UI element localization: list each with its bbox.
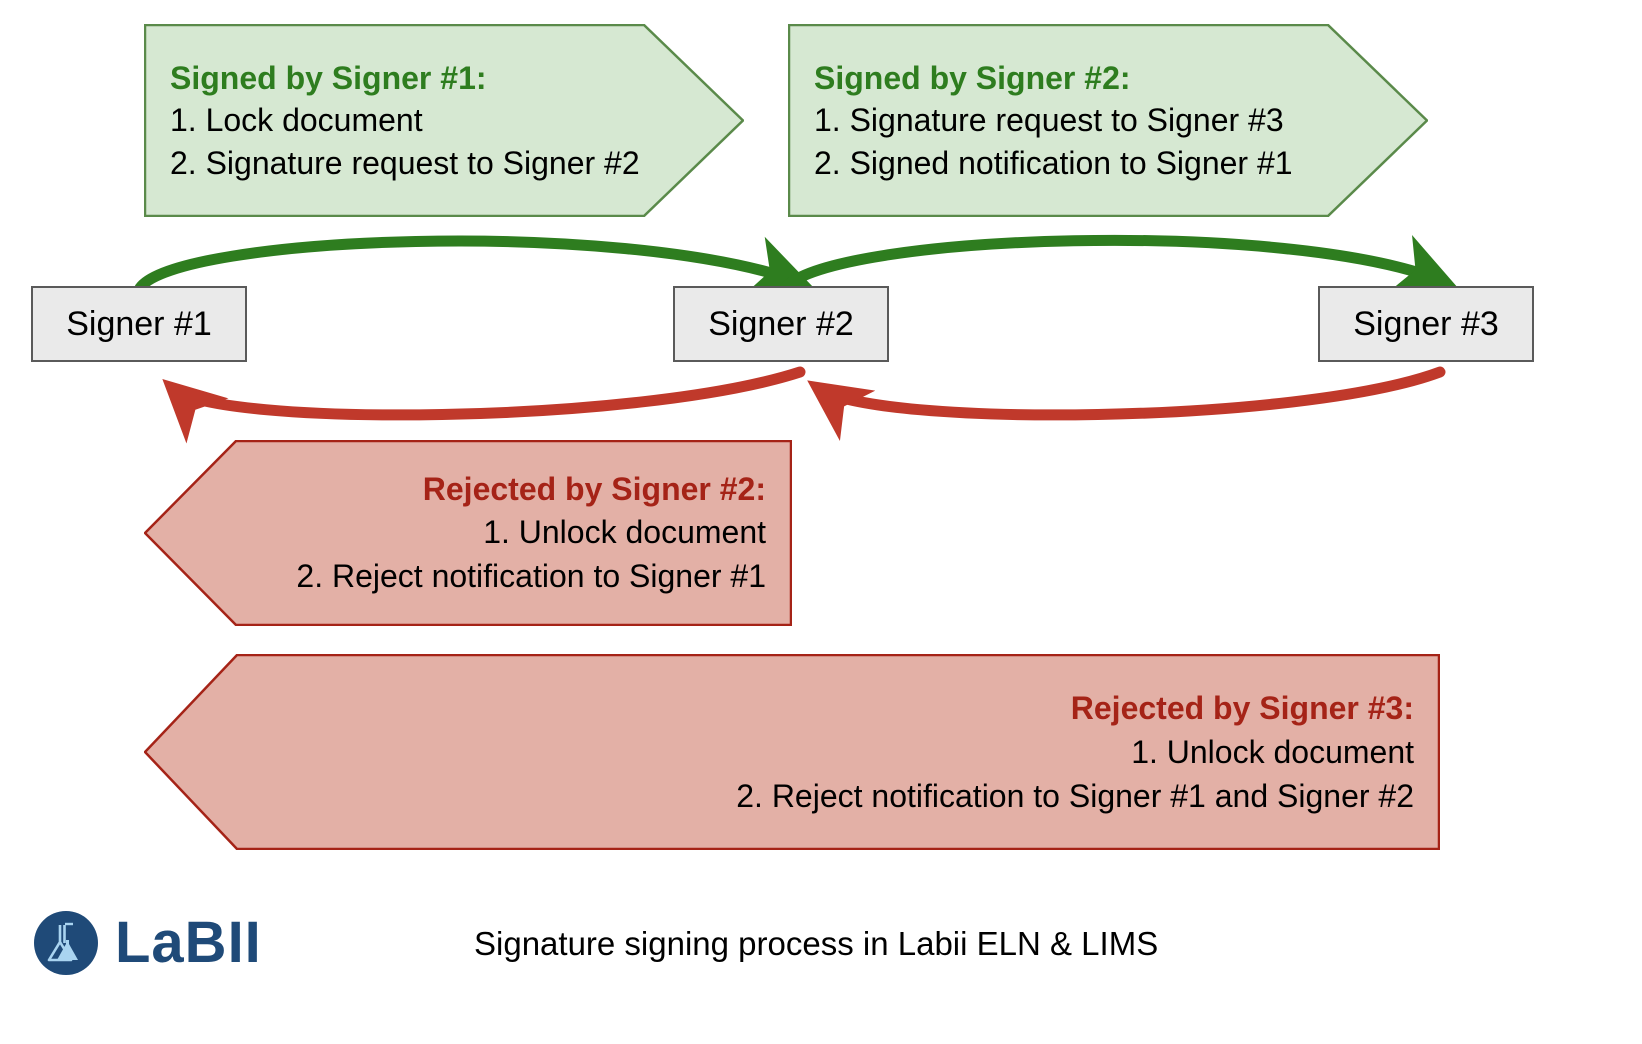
chevron-shape-right [144, 24, 744, 217]
flow-arrow-rejected-3-to-2 [807, 366, 1446, 441]
diagram-caption: Signature signing process in Labii ELN &… [474, 925, 1159, 962]
callout-rejected-by-signer-2: Rejected by Signer #2: 1. Unlock documen… [144, 440, 792, 626]
node-label: Signer #2 [708, 305, 854, 343]
chevron-shape-left [144, 654, 1440, 850]
node-signer-1[interactable]: Signer #1 [31, 286, 247, 362]
callout-step-1: 1. Signature request to Signer #3 [814, 102, 1284, 139]
callout-signed-by-signer-2: Signed by Signer #2: 1. Signature reques… [788, 24, 1428, 217]
callout-title: Signed by Signer #2: [814, 60, 1131, 97]
callout-title: Signed by Signer #1: [170, 60, 487, 97]
chevron-shape-left [144, 440, 792, 626]
flow-arrow-signed-1-to-2 [134, 235, 813, 295]
callout-title: Rejected by Signer #3: [1070, 689, 1414, 726]
callout-text-block: Rejected by Signer #2: 1. Unlock documen… [144, 468, 792, 598]
node-label: Signer #1 [66, 305, 212, 343]
flow-arrow-rejected-2-to-1 [162, 366, 806, 444]
callout-text-block: Rejected by Signer #3: 1. Unlock documen… [144, 686, 1440, 818]
callout-step-1: 1. Unlock document [483, 514, 766, 551]
callout-text-block: Signed by Signer #1: 1. Lock document 2.… [144, 57, 744, 184]
callout-rejected-by-signer-3: Rejected by Signer #3: 1. Unlock documen… [144, 654, 1440, 850]
callout-signed-by-signer-1: Signed by Signer #1: 1. Lock document 2.… [144, 24, 744, 217]
callout-step-2: 2. Reject notification to Signer #1 and … [736, 778, 1414, 815]
node-label: Signer #3 [1353, 305, 1499, 343]
callout-step-2: 2. Signature request to Signer #2 [170, 144, 640, 181]
chevron-shape-right [788, 24, 1428, 217]
labii-flask-icon [34, 911, 98, 975]
callout-step-2: 2. Reject notification to Signer #1 [296, 557, 766, 594]
callout-step-1: 1. Lock document [170, 102, 423, 139]
callout-title: Rejected by Signer #2: [422, 471, 766, 508]
labii-wordmark: LaBII [115, 910, 262, 975]
labii-logo[interactable]: LaBII [33, 910, 262, 976]
flow-arrow-signed-2-to-3 [779, 234, 1458, 294]
callout-step-2: 2. Signed notification to Signer #1 [814, 144, 1293, 181]
node-signer-2[interactable]: Signer #2 [673, 286, 889, 362]
node-signer-3[interactable]: Signer #3 [1318, 286, 1534, 362]
callout-text-block: Signed by Signer #2: 1. Signature reques… [788, 57, 1428, 184]
callout-step-1: 1. Unlock document [1131, 733, 1414, 770]
